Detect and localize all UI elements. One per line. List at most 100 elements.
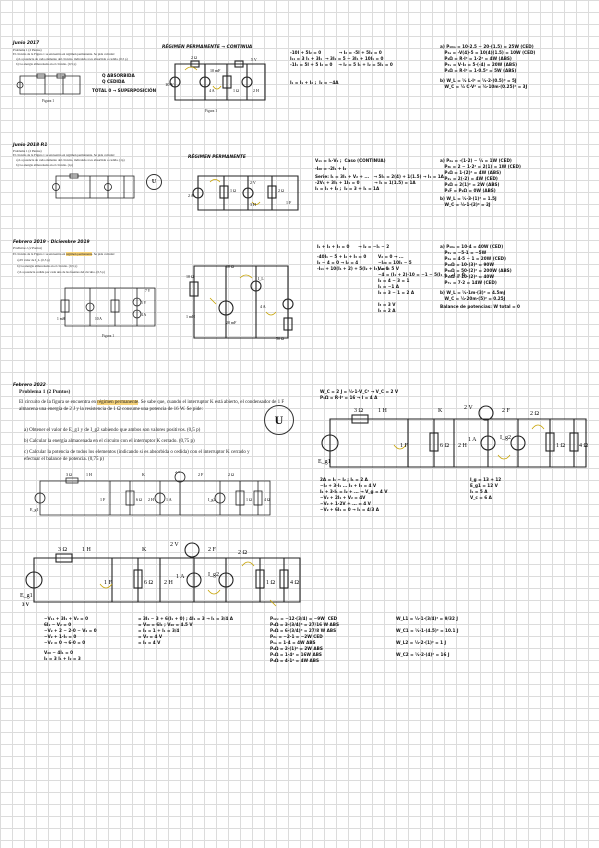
circuit-label: 1 A: [176, 574, 185, 580]
question-a: a) El valor de I_L. (0,5 p): [17, 258, 50, 262]
work-line: P₅ᵥ = −5·1 = −5W: [440, 250, 487, 255]
circuit-label: 4 Ω: [290, 580, 300, 586]
work-line: V₂ = 0 → ...: [378, 254, 404, 259]
work-line: I₃ = 3 V: [378, 302, 396, 307]
work-line: 2A = I₁ − I₂ ; I₁ = 2 A: [320, 477, 368, 482]
circuit-label: 1 Ω: [556, 443, 566, 449]
circuit-label: 3 Ω: [66, 472, 72, 477]
src-label: 20 mF: [226, 320, 237, 325]
src-label: 50 Ω: [276, 336, 284, 341]
work-line: V₂₀ − 4I₁ = 0: [44, 650, 73, 655]
circuit-label: 2 H: [148, 497, 154, 502]
circuit-label: 2 F: [502, 408, 511, 414]
work-column-4: W_L1 = ½·1·(3/4)² = 9/32 J W_C1 = ½·1·(4…: [396, 616, 458, 658]
circuit-label: 1 Ω: [246, 497, 252, 502]
circuit-heading: RÉGIMEN PERMANENTE: [188, 155, 246, 160]
circuit-label: 2 H: [458, 443, 468, 449]
circuit-label: 6 Ω: [136, 497, 142, 502]
exam-label: Junio 2018 P.1: [13, 143, 48, 148]
work-line: a) P₂ₐ = -(1·2) − ½ = 1W (CED): [440, 158, 512, 163]
question-a: a) La potencia de cada elemento del circ…: [16, 158, 125, 162]
circuit-label: 3 Ω: [58, 547, 68, 553]
work-line: P₃ₕ = 2 − 1·2² = 2(1) = 1W (CED): [440, 164, 521, 169]
figure-circuit-2: [52, 173, 135, 199]
work-line: V_c = 6 A: [470, 495, 492, 500]
circuit-label: 3 Ω: [354, 408, 364, 414]
statement-highlight: régimen permanente: [97, 400, 139, 405]
university-logo: U: [264, 405, 294, 435]
question-c: c) La potencia cedida por cada una de la…: [17, 270, 105, 274]
section-1: Junio 2017 Problema 1 (2 Puntos) El circ…: [10, 38, 590, 138]
figure-caption: Figura 1: [102, 334, 115, 338]
university-logo: U: [146, 174, 162, 190]
circuit-label: 1 A: [468, 437, 477, 443]
src-label: 5 V: [251, 57, 257, 62]
src-label: 2 A: [188, 193, 194, 198]
question-c: c) Calcular la potencia de todos los ele…: [24, 450, 250, 462]
work-line: E_g1 = 12 V: [470, 483, 498, 488]
circuit-heading: RÉGIMEN PERMANENTE → CONTINUA: [162, 45, 253, 50]
work-line: I₁₁ = 3 I₁ + 3I₁ → 3I₁ = 5 − 3I₁ + 10I₁ …: [290, 56, 384, 61]
problem-title: Problema 1 (2 Puntos): [19, 389, 71, 395]
src-label: 10 Ω: [186, 274, 194, 279]
side-note-2: Q CEDIDA: [102, 79, 125, 84]
circuit-label: E_g1: [20, 593, 33, 599]
circuit-label: I_g2: [208, 497, 215, 502]
work-line: I₂ = 3 − 1 = 2 A: [378, 290, 415, 295]
work-column-2: = 3I₁ − 3 + 6(I₁ + 0) ; 4I₁ = 3 → I₁ = 3…: [138, 616, 233, 646]
work-line: P₇ᵥ = 7·2 = 14W (CED): [440, 280, 497, 285]
statement: El circuito de la Figura 1 se encuentra …: [13, 252, 115, 256]
work-line: W_C = ½·20m·(5)² = 0.25J: [440, 296, 506, 301]
work-line: W_L2 = ½·2·(1)² = 1 J: [396, 640, 447, 645]
circuit-label: 4 Ω: [264, 497, 270, 502]
circuit-label: 1 H: [82, 547, 92, 553]
src-label: 4 A: [141, 313, 146, 317]
work-line: −V₂ + 2I₁ + V₂ = 4V: [320, 495, 366, 500]
figure-caption: Figura 1: [42, 99, 55, 103]
statement: El circuito de la figura se encuentra en…: [19, 400, 304, 413]
closed-switch-circuit: 3 Ω 1 H K 2 V 2 F 2 Ω E_g1 1 F 6 Ω 2 H 1…: [20, 542, 301, 608]
work-line: −V₂ + 2 − 2·0 − V₂ = 0: [44, 628, 97, 633]
work-line: = I₂ = 4 V: [138, 640, 161, 645]
work-line: W_L1 = ½·1·(3/4)² = 9/32 J: [396, 616, 458, 621]
work-column-3: a) P₂ₐ = -(1·2) − ½ = 1W (CED) P₃ₕ = 2 −…: [440, 158, 521, 208]
work-line: -2V₁ + 3I₁ + 1I₁ = 0 → I₁ = 1(1.5) = 1A: [315, 180, 416, 185]
problem-title: Problema 1 (2 Puntos): [13, 246, 43, 250]
section-4: Febrero 2022 Problema 1 (2 Puntos) El ci…: [10, 383, 590, 523]
work-line: I₂ + 3·I₁ = I₂ + ... → V_g = 4 V: [320, 489, 388, 494]
statement-pre: El circuito de la figura se encuentra en: [19, 400, 98, 405]
circuit-label: 1 A: [166, 497, 172, 502]
work-line: W_C = ½ C·V² = ½·10m·(0.25)² = 3J: [440, 84, 528, 89]
exam-label: Junio 2017: [13, 41, 40, 46]
circuit-label: 2 Ω: [228, 472, 234, 477]
section-2: Junio 2018 P.1 Problema 1 (2 Puntos) El …: [10, 140, 590, 230]
figure-1-circuit: [16, 73, 81, 95]
steady-state-circuit-1: 10 V 5 V 4 A 2 Ω 1 Ω 2 H 10 mF: [165, 56, 266, 101]
circuit-label: 1 F: [400, 443, 409, 449]
work-line: P₁Ω = 1·4² = 16W ABS: [270, 652, 322, 657]
work-line: −V₂ + 1·2V + ... = 4 V: [320, 501, 371, 506]
src-label: 10 V: [165, 82, 175, 87]
statement-circuit: 3 Ω 1 H K 2 V 2 F 2 Ω E_g1 1 F 6 Ω 2 H 1…: [30, 471, 271, 516]
circuit-label: K: [142, 547, 147, 553]
question-a: a) La potencia de cada elemento del circ…: [16, 57, 128, 61]
src-label: 4 A: [209, 88, 215, 93]
work-line: I₂ = 4 − 3 = 1: [378, 278, 410, 283]
circuit-label: 1 Ω: [266, 580, 276, 586]
src-label: I_L: [258, 276, 264, 281]
work-line: I_g = 13 + 12: [470, 477, 502, 482]
work-line: V₁₁ = I₁·V₂ ; Caso (CONTINUA): [315, 158, 386, 163]
work-line: W_C = 2 J = ½·1·V_C² → V_C = 2 V: [320, 389, 399, 394]
work-line: I₁ = I₁ + I₂ ; I₂ = 3 + I₁ = 1A: [315, 186, 380, 191]
work-line: P₂Ω = R·I² = 1·2² = 4W (ABS): [440, 56, 512, 61]
work-line: 6I₁ − V₂ = 0: [44, 622, 72, 627]
exam-label: Febrero 2022: [13, 383, 46, 388]
work-line: I₁ + I₂ + I₃ = 0 → I₂ = −I₁ − 2: [317, 244, 390, 249]
exam-label: Febrero 2019 - Diciembre 2019: [13, 240, 90, 245]
statement: El circuito de la Figura 1 se encuentra …: [13, 153, 115, 157]
top-work: W_C = 2 J = ½·1·V_C² → V_C = 2 V P₁Ω = R…: [320, 389, 398, 401]
work-line: I₂ − 4 = 0 → I₂ = 4: [317, 260, 359, 265]
src-label: 1 F: [286, 200, 292, 205]
work-line: a) P₁₀ₘ = 10·2.5 − 20·(1.5) = 25W (CED): [440, 44, 534, 49]
circuit-label: 2 V: [170, 542, 179, 548]
